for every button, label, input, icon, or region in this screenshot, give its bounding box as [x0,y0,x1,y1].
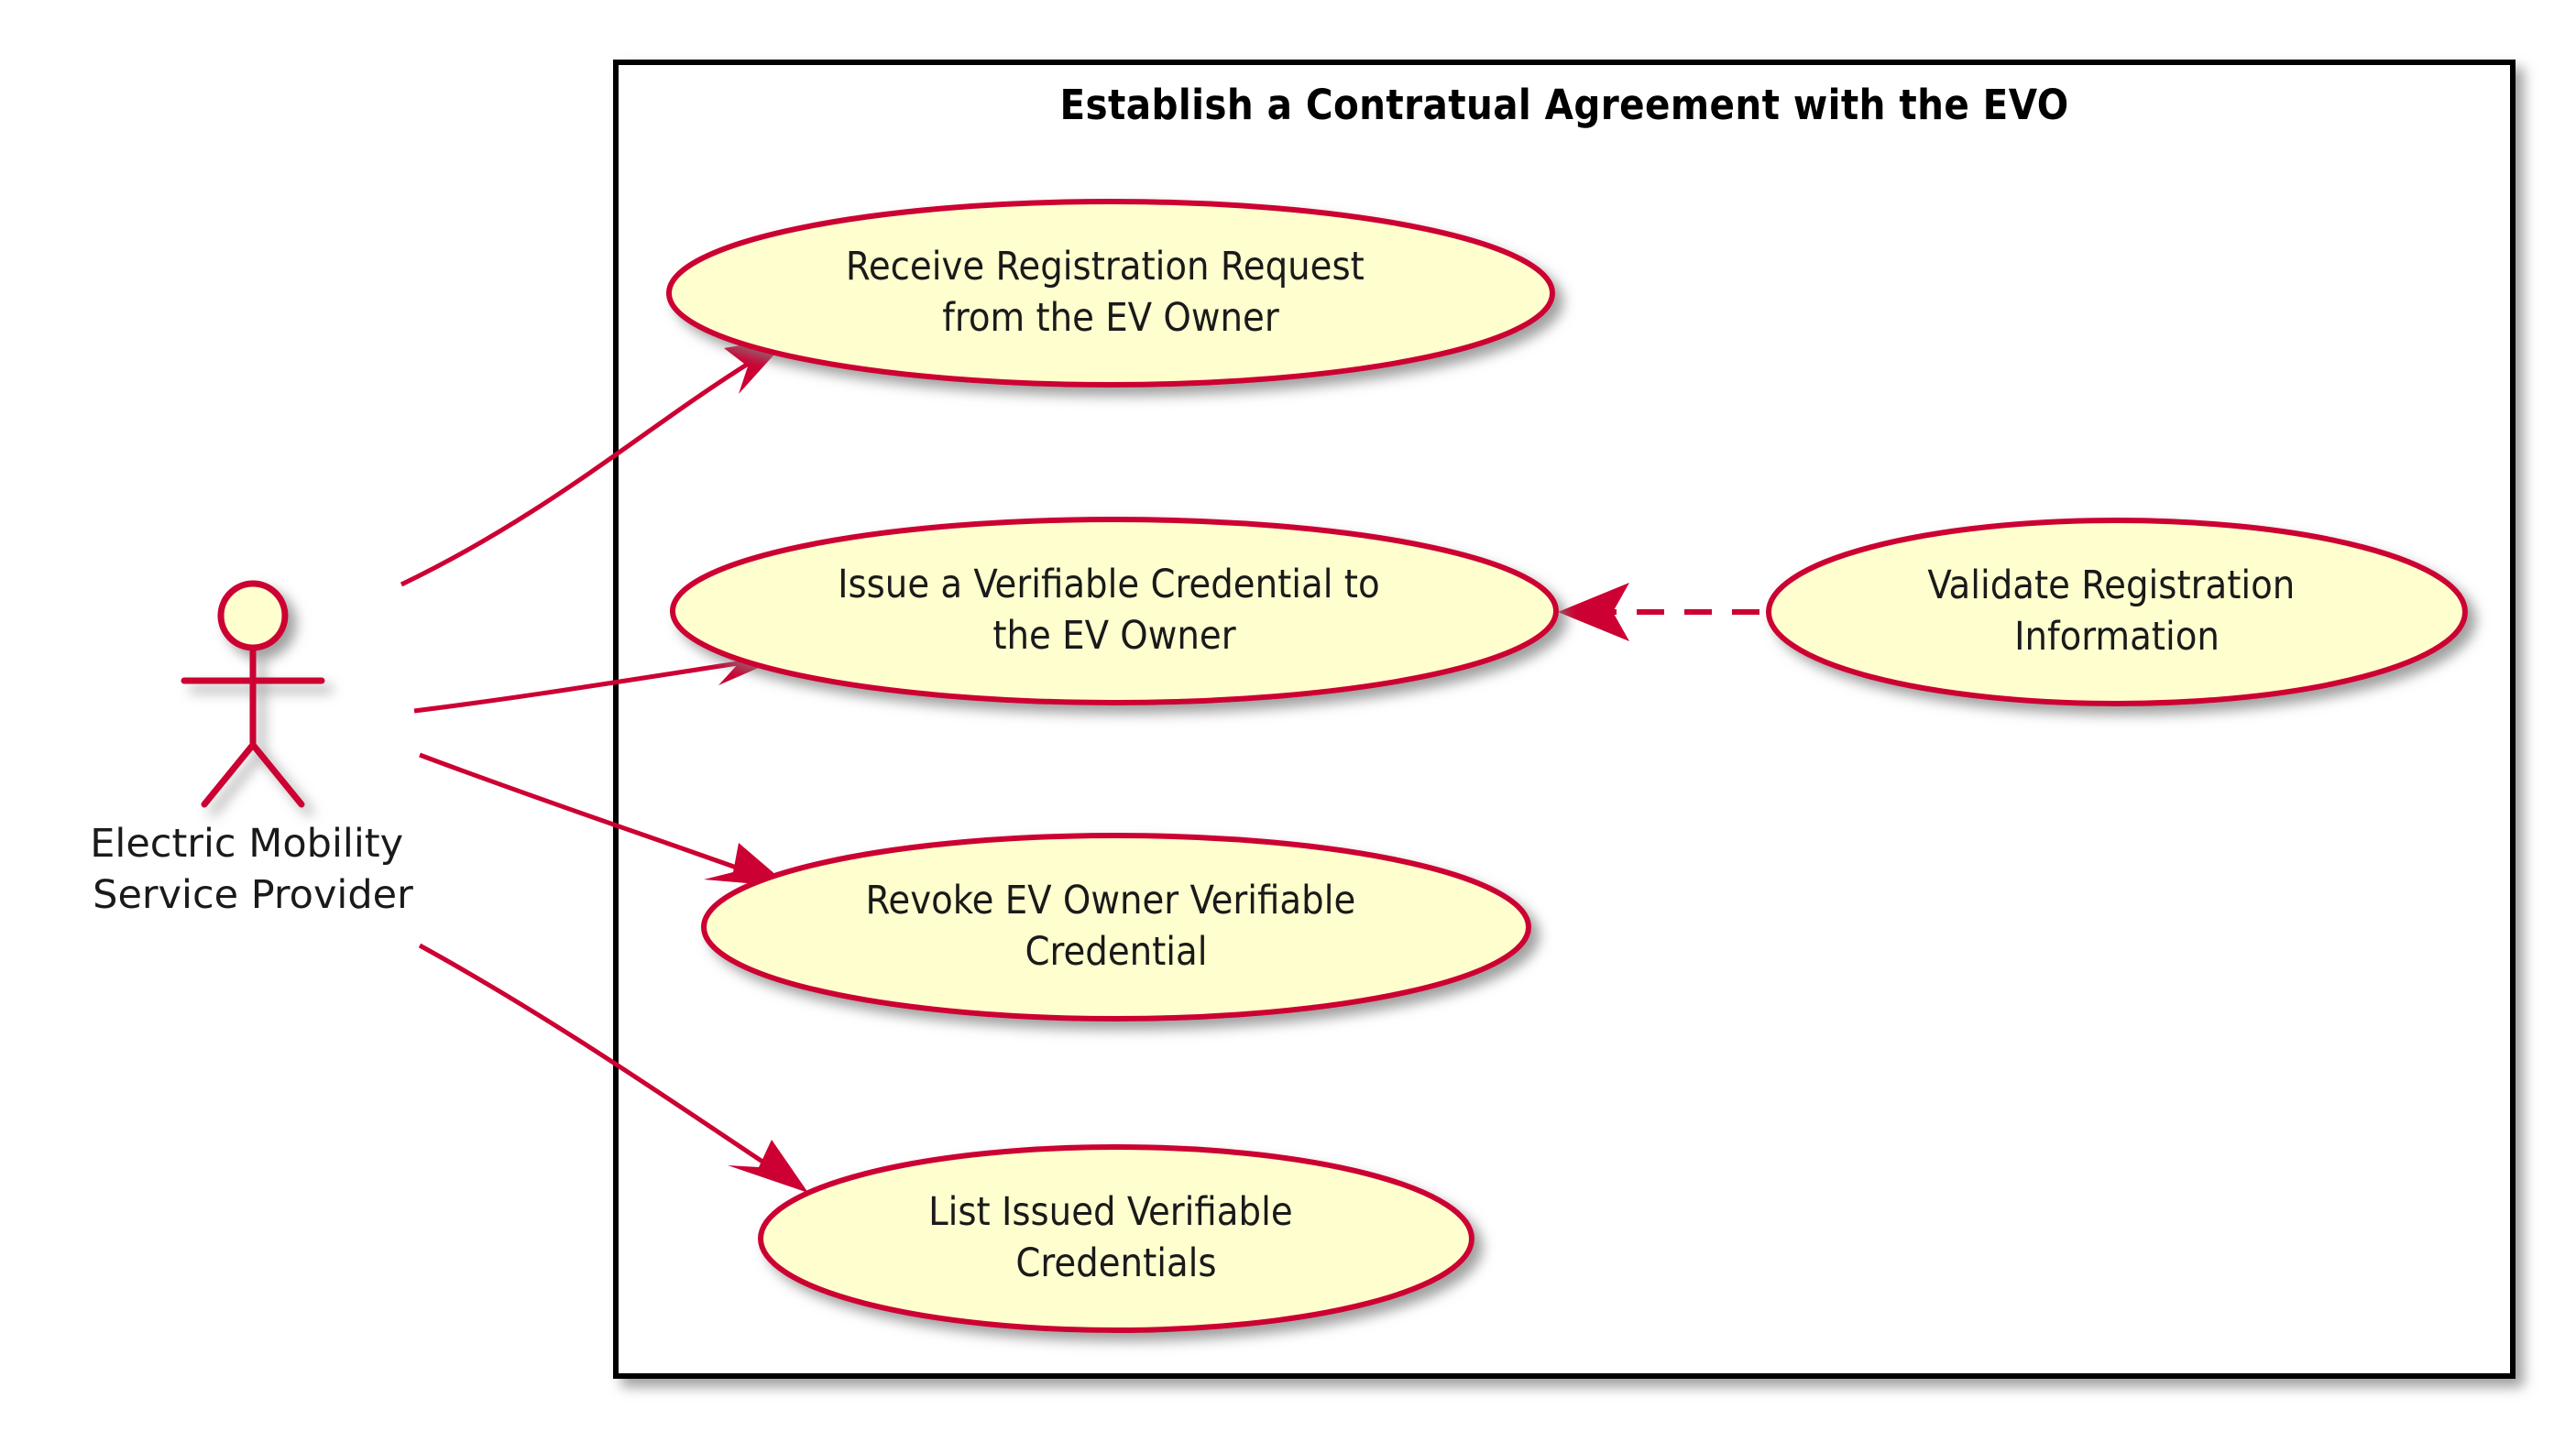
actor-label: Electric Mobility Service Provider [90,821,416,918]
use-case-label-line-2: Credential [1025,929,1207,975]
actor-head-icon [217,580,289,651]
arrow-head-icon [728,1140,808,1193]
use-case-label-line-2: Credentials [1015,1240,1216,1286]
actor-right-leg-line [249,741,305,808]
use-case-revoke-verifiable-credential[interactable]: Revoke EV Owner Verifiable Credential [701,833,1531,1021]
use-case-ellipse [1766,518,2468,706]
use-case-issue-verifiable-credential[interactable]: Issue a Verifiable Credential to the EV … [670,517,1559,705]
use-case-label-line-2: from the EV Owner [942,295,1279,341]
use-case-label-line-2: Information [2014,614,2220,660]
link-actor-to-list-issued-verifiable-credentials[interactable] [418,943,808,1193]
use-case-label: Revoke EV Owner Verifiable Credential [865,878,1366,975]
use-case-label-line-1: List Issued Verifiable [928,1189,1293,1235]
use-case-label: Validate Registration Information [1927,563,2306,660]
actor-label-line-1: Electric Mobility [90,821,403,867]
use-case-label-line-1: Validate Registration [1927,563,2295,608]
link-line [413,660,745,714]
link-line [400,360,751,587]
use-case-label-line-2: the EV Owner [992,613,1235,659]
actor-label-line-2: Service Provider [93,872,413,918]
use-case-list-issued-verifiable-credentials[interactable]: List Issued Verifiable Credentials [758,1144,1474,1333]
use-case-validate-registration-information[interactable]: Validate Registration Information [1766,518,2468,706]
use-case-ellipse [666,199,1555,388]
use-case-label-line-1: Revoke EV Owner Verifiable [865,878,1355,923]
use-case-label: Issue a Verifiable Credential to the EV … [838,562,1391,659]
use-case-ellipse [701,833,1531,1021]
use-case-label: List Issued Verifiable Credentials [928,1189,1304,1286]
use-case-ellipse [670,517,1559,705]
use-case-label: Receive Registration Request from the EV… [846,244,1376,341]
actor-electric-mobility-service-provider[interactable]: Electric Mobility Service Provider [90,580,416,918]
link-validate-to-issue-dependency[interactable] [1558,583,1759,641]
use-case-label-line-1: Receive Registration Request [846,244,1365,289]
link-line [419,752,745,873]
arrow-head-icon [1558,583,1629,641]
use-case-label-line-1: Issue a Verifiable Credential to [838,562,1380,607]
system-boundary-title: Establish a Contratual Agreement with th… [1059,81,2068,129]
link-line [418,943,770,1168]
use-case-layer: Receive Registration Request from the EV… [666,199,2468,1333]
use-case-ellipse [758,1144,1474,1333]
actor-figure-icon [181,580,325,808]
actor-left-leg-line [201,741,257,808]
use-case-receive-registration-request[interactable]: Receive Registration Request from the EV… [666,199,1555,388]
